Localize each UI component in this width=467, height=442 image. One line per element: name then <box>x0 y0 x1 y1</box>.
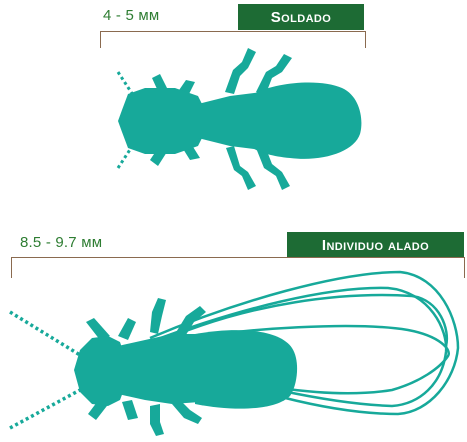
winged-size-label: 8.5 - 9.7 мм <box>20 234 103 251</box>
soldier-size-label: 4 - 5 мм <box>103 7 160 24</box>
winged-size-bracket <box>11 257 465 278</box>
winged-badge: Individuo alado <box>287 232 464 258</box>
winged-termite-silhouette <box>9 270 460 436</box>
soldier-badge: Soldado <box>238 4 364 30</box>
soldier-termite-silhouette <box>116 48 362 190</box>
soldier-size-bracket <box>100 31 366 48</box>
